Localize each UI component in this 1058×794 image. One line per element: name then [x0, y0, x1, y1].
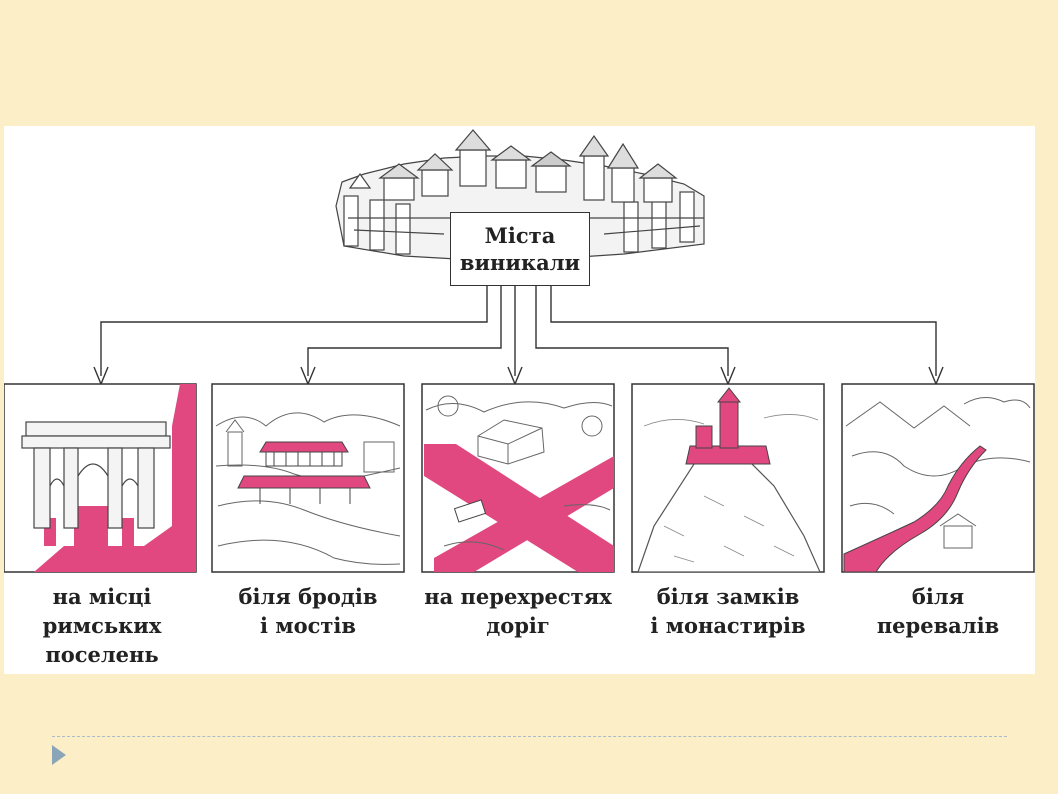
caption-line: доріг [486, 613, 550, 638]
picture-roman-arch [4, 383, 197, 573]
caption-crossroads: на перехрестях доріг [420, 582, 616, 640]
diagram-canvas [4, 129, 1035, 573]
connector-roman [100, 286, 488, 376]
caption-roman: на місці римських поселень [4, 582, 200, 669]
caption-line: і монастирів [650, 613, 806, 638]
root-node: Міста виникали [450, 212, 590, 286]
arrowheads [93, 366, 944, 386]
caption-fords: біля бродів і мостів [210, 582, 406, 640]
connector-passes [550, 286, 937, 376]
root-label-line1: Міста [484, 223, 556, 248]
caption-line: біля бродів [238, 584, 378, 609]
connectors [100, 286, 937, 376]
root-label-line2: виникали [459, 250, 581, 275]
caption-line: біля [911, 584, 965, 609]
picture-bridge [211, 383, 405, 573]
caption-line: перевалів [876, 613, 1000, 638]
caption-line: поселень [45, 642, 159, 667]
picture-castle [631, 383, 825, 573]
picture-crossroads [421, 383, 615, 573]
caption-line: римських [42, 613, 162, 638]
caption-line: на місці [52, 584, 152, 609]
caption-line: і мостів [260, 613, 356, 638]
caption-castles: біля замків і монастирів [630, 582, 826, 640]
diagram-panel: Міста виникали на місці римських поселен… [4, 126, 1035, 674]
caption-passes: біля перевалів [840, 582, 1036, 640]
city-illustration [335, 129, 705, 261]
caption-line: біля замків [656, 584, 800, 609]
slide-divider [52, 736, 1007, 737]
connector-castles [535, 286, 729, 376]
caption-line: на перехрестях [424, 584, 612, 609]
slide-bullet-icon [52, 745, 66, 765]
picture-mountain-pass [841, 383, 1035, 573]
connector-fords [307, 286, 502, 376]
